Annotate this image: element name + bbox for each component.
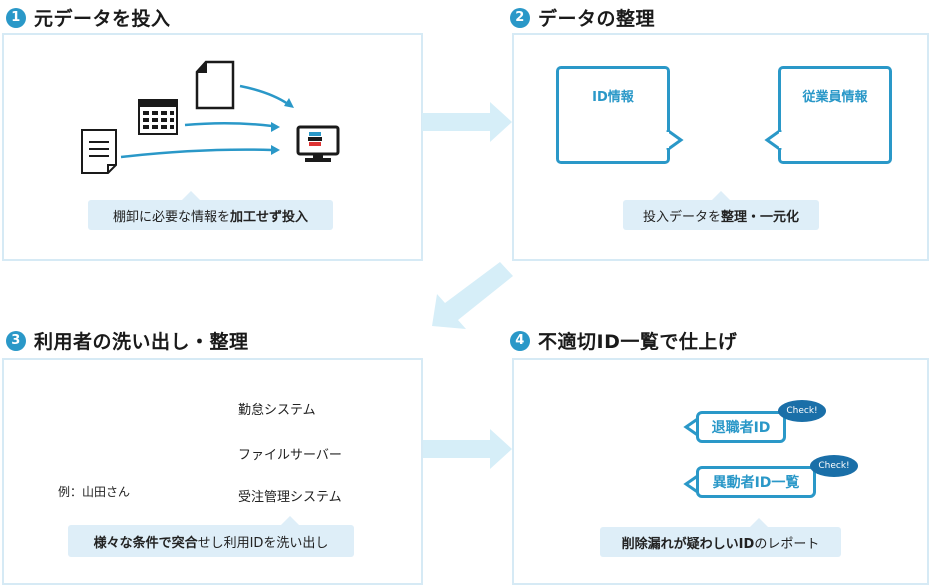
step1-caption-pointer (182, 191, 200, 200)
step4-caption-pointer (750, 518, 768, 527)
spreadsheet-icon (138, 99, 178, 135)
step4-title-text: 不適切ID一覧で仕上げ (538, 331, 738, 353)
card-icons (556, 66, 896, 166)
employee-card-pointer (764, 128, 784, 152)
step3-caption-emphasis: 様々な条件で突合 (93, 535, 198, 551)
step1-title-text: 元データを投入 (34, 8, 171, 30)
step3-title-text: 利用者の洗い出し・整理 (34, 331, 249, 353)
flow-arrow-3-to-4 (422, 429, 512, 469)
id-info-card: ID情報 (556, 66, 670, 164)
monitor-icon (296, 125, 340, 162)
step1-flow-arrows (120, 84, 289, 159)
step2-title-text: データの整理 (538, 8, 656, 30)
transferred-id-pill: 異動者ID一覧 (696, 466, 816, 498)
step3-caption: 様々な条件で突合せし利用IDを洗い出し (68, 516, 354, 557)
system-label-order: 受注管理システム (238, 490, 342, 505)
step1-arrowheads (271, 98, 294, 155)
step1-caption-emphasis: 加工せず投入 (230, 209, 309, 225)
check-badge-transferred: Check! (810, 455, 858, 477)
step1-number: 1 (6, 7, 26, 28)
step1-title: 1 元データを投入 (6, 4, 171, 31)
step3-caption-pointer (281, 516, 299, 525)
step4-title: 4 不適切ID一覧で仕上げ (510, 327, 737, 354)
step2-caption-text: 投入データを (642, 209, 721, 225)
document-icon (81, 129, 117, 174)
retired-id-pill: 退職者ID (696, 411, 786, 443)
employee-info-card: 従業員情報 (778, 66, 892, 164)
employee-info-label: 従業員情報 (802, 90, 868, 105)
file-icon (195, 60, 235, 110)
transferred-pill-pointer (683, 473, 699, 495)
step3-title: 3 利用者の洗い出し・整理 (6, 327, 249, 354)
flow-arrow-1-to-2 (422, 102, 512, 142)
id-card-pointer (664, 128, 684, 152)
step1-caption-text: 棚卸に必要な情報を (112, 209, 230, 225)
flow-arrow-2-to-3 (432, 262, 513, 329)
step3-caption-text: せし利用IDを洗い出し (197, 535, 329, 551)
step4-caption-text: のレポート (754, 536, 820, 552)
step2-title: 2 データの整理 (510, 4, 655, 31)
check-badge-retired: Check! (778, 400, 826, 422)
step2-caption: 投入データを整理・一元化 (623, 191, 819, 230)
step4-caption-emphasis: 削除漏れが疑わしいID (621, 536, 755, 552)
step1-caption: 棚卸に必要な情報を加工せず投入 (88, 191, 333, 230)
person-label: 例：山田さん (58, 485, 131, 499)
step2-caption-emphasis: 整理・一元化 (721, 209, 800, 225)
system-label-attendance: 勤怠システム (238, 403, 316, 418)
id-info-label: ID情報 (592, 90, 634, 105)
step4-number: 4 (510, 330, 530, 351)
step3-number: 3 (6, 330, 26, 351)
step2-number: 2 (510, 7, 530, 28)
step2-caption-pointer (712, 191, 730, 200)
retired-pill-pointer (683, 416, 699, 438)
system-label-fileserver: ファイルサーバー (238, 448, 342, 463)
